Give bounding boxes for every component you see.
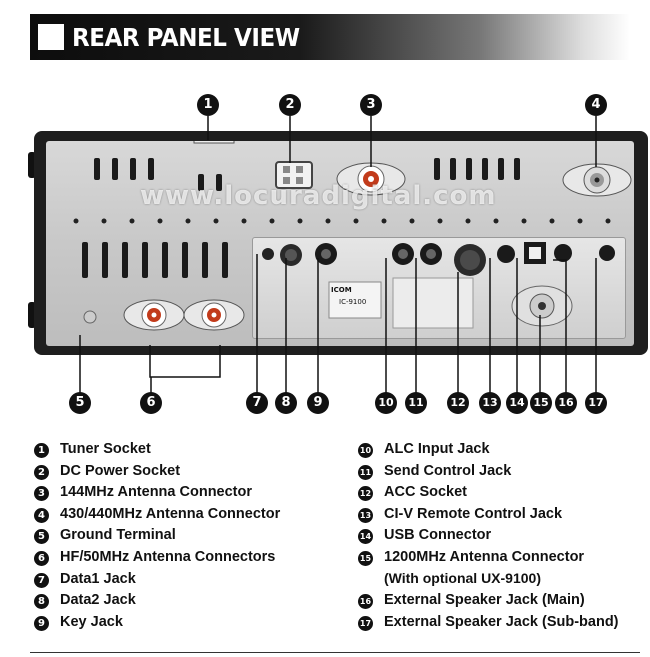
legend-number: 14 — [358, 529, 373, 545]
legend-label: HF/50MHz Antenna Connectors — [60, 548, 276, 565]
side-foot-icon — [28, 152, 36, 178]
panel-details — [73, 141, 632, 331]
header-square-icon — [38, 24, 64, 50]
legend-number: 8 — [34, 594, 49, 610]
callout-2: 2 — [279, 94, 301, 116]
callout-4: 4 — [585, 94, 607, 116]
legend-label: Tuner Socket — [60, 441, 151, 457]
legend-label: Send Control Jack — [384, 462, 512, 479]
legend-label: ACC Socket — [384, 484, 467, 501]
legend-number: 12 — [358, 486, 373, 502]
legend-label: Ground Terminal — [60, 527, 176, 544]
legend-item: 3 144MHz Antenna Connector — [34, 483, 344, 505]
legend-label: 144MHz Antenna Connector — [60, 484, 253, 501]
model-label: IC-9100 — [339, 298, 367, 306]
callout-6: 6 — [140, 392, 162, 414]
callout-3: 3 — [360, 94, 382, 116]
legend-number: 15 — [358, 550, 373, 566]
callout-17: 17 — [585, 392, 607, 414]
connector-recess: ICOM IC-9100 — [252, 237, 626, 339]
legend-item: 6 HF/50MHz Antenna Connectors — [34, 548, 344, 570]
legend-item: 2 DC Power Socket — [34, 462, 344, 484]
legend-label: ALC Input Jack — [384, 441, 490, 457]
legend-subtext: (With optional UX-9100) — [384, 569, 541, 586]
callout-10: 10 — [375, 392, 397, 414]
legend-item: 9 Key Jack — [34, 613, 344, 635]
callout-15: 15 — [530, 392, 552, 414]
callout-7: 7 — [246, 392, 268, 414]
callout-1: 1 — [197, 94, 219, 116]
legend-label: 1200MHz Antenna Connector — [384, 548, 585, 565]
callout-9: 9 — [307, 392, 329, 414]
recess-connectors — [262, 242, 615, 329]
legend-number: 17 — [358, 615, 373, 631]
section-header: REAR PANEL VIEW — [30, 14, 630, 60]
legend-label: 430/440MHz Antenna Connector — [60, 505, 281, 522]
legend-right: 10 ALC Input Jack 11 Send Control Jack 12 A… — [358, 440, 650, 634]
legend-number: 5 — [34, 529, 49, 545]
leader-lines — [79, 116, 597, 393]
legend-number: 4 — [34, 507, 49, 523]
legend-number: 11 — [358, 464, 373, 480]
legend-number: 16 — [358, 594, 373, 610]
legend-item: 15 1200MHz Antenna Connector — [358, 548, 650, 570]
rear-panel-figure: ICOM IC-9100 www.locuradigital.com — [0, 90, 650, 430]
legend-item: 10 ALC Input Jack — [358, 440, 650, 462]
legend-item: 11 Send Control Jack — [358, 462, 650, 484]
transceiver-rear: ICOM IC-9100 — [34, 131, 648, 355]
legend-item: 4 430/440MHz Antenna Connector — [34, 505, 344, 527]
page-title: REAR PANEL VIEW — [72, 23, 300, 52]
callout-12: 12 — [447, 392, 469, 414]
legend-item: 14 USB Connector — [358, 526, 650, 548]
legend-label: External Speaker Jack (Main) — [384, 592, 585, 609]
callout-5: 5 — [69, 392, 91, 414]
legend-label: Data1 Jack — [60, 570, 136, 587]
legend-item: 13 CI-V Remote Control Jack — [358, 505, 650, 527]
legend-item: 12 ACC Socket — [358, 483, 650, 505]
watermark: www.locuradigital.com — [140, 181, 497, 211]
callout-11: 11 — [405, 392, 427, 414]
legend-number: 13 — [358, 507, 373, 523]
rear-panel-plate: ICOM IC-9100 — [46, 141, 634, 346]
legend-label: Data2 Jack — [60, 592, 136, 609]
brand-logo: ICOM — [331, 286, 352, 294]
legend-number: 9 — [34, 615, 49, 631]
callout-16: 16 — [555, 392, 577, 414]
side-foot-icon — [28, 302, 36, 328]
legend-number: 7 — [34, 572, 49, 588]
callout-8: 8 — [275, 392, 297, 414]
legend-number: 3 — [34, 486, 49, 502]
legend-label: USB Connector — [384, 527, 492, 544]
legend-label: CI-V Remote Control Jack — [384, 505, 563, 522]
bottom-divider — [30, 652, 640, 653]
legend-item: 16 External Speaker Jack (Main) — [358, 591, 650, 613]
legend-item: 7 Data1 Jack — [34, 570, 344, 592]
legend-item: 5 Ground Terminal — [34, 526, 344, 548]
callout-14: 14 — [506, 392, 528, 414]
legend-item: 8 Data2 Jack — [34, 591, 344, 613]
legend-item: 17 External Speaker Jack (Sub-band) — [358, 613, 650, 635]
legend-number: 10 — [358, 443, 373, 458]
legend-number: 1 — [34, 443, 49, 458]
legend-label: External Speaker Jack (Sub-band) — [384, 613, 619, 630]
legend-left: 1 Tuner Socket 2 DC Power Socket 3 144MHz A… — [34, 440, 344, 634]
callout-13: 13 — [479, 392, 501, 414]
legend-label: Key Jack — [60, 613, 123, 630]
legend-number: 6 — [34, 550, 49, 566]
legend-number: 2 — [34, 464, 49, 480]
legend-label: DC Power Socket — [60, 462, 181, 479]
legend-item: 1 Tuner Socket — [34, 440, 344, 462]
